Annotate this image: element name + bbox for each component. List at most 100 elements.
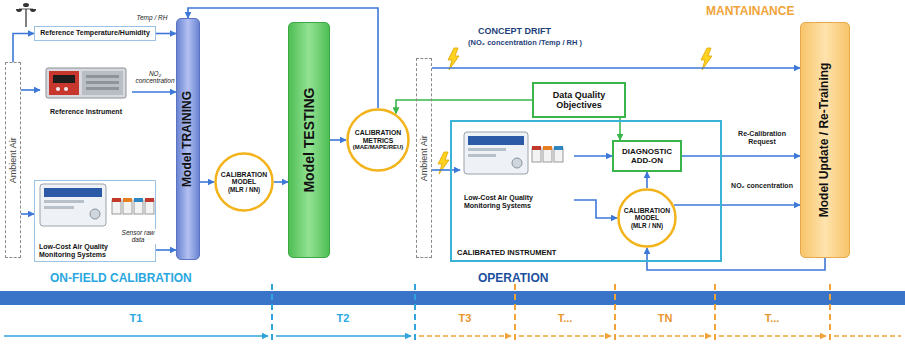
node-text: (MAE/MAPE/REU) <box>353 144 404 151</box>
device-stripe <box>468 148 506 151</box>
device-port <box>90 209 100 219</box>
period-arrow <box>619 335 711 337</box>
edge-label: NO₂ concentration <box>728 182 796 190</box>
circle-text-group: CALIBRATION MODEL(MLR / NN) <box>622 207 672 230</box>
sensor-cell <box>123 200 132 214</box>
device-port <box>512 158 522 168</box>
objectives-box: Data Quality Objectives <box>532 82 626 118</box>
instrument-body <box>46 68 126 98</box>
instrument-vent <box>86 87 119 90</box>
device-body <box>464 132 528 174</box>
period-label: T... <box>752 312 792 325</box>
metrics-circle: CALIBRATION METRICS(MAE/MAPE/REU) <box>346 108 410 172</box>
edge-label-holder: NO₂ concentration <box>728 182 796 190</box>
edge-label-holder: Sensor raw data <box>120 229 156 244</box>
update-block: Model Update / Re-Training <box>800 22 850 258</box>
node-text: Model TRAINING <box>181 91 195 187</box>
node-text: Model TESTING <box>301 88 317 193</box>
sensor-cell <box>532 148 541 162</box>
device-body <box>40 184 106 226</box>
phase-divider <box>614 284 616 342</box>
period-arrow <box>719 335 826 337</box>
instrument-panel <box>49 71 79 95</box>
label-holder: MANTAINANCE <box>706 5 826 19</box>
circle-outline <box>348 110 409 171</box>
section-label: ON-FIELD CALIBRATION <box>50 272 240 286</box>
sensor-cap <box>112 198 121 202</box>
device-banner <box>468 136 524 145</box>
model-circle: CALIBRATION MODEL(MLR / NN) <box>617 188 677 248</box>
connector-arrow <box>156 249 176 251</box>
circle-text-group: CALIBRATION METRICS(MAE/MAPE/REU) <box>351 129 405 152</box>
period-label: T2 <box>323 312 363 325</box>
node-text: Model Update / Re-Training <box>818 63 832 218</box>
edge-label: NO₂ concentration <box>134 70 176 85</box>
edge-label-holder: Temp / RH <box>128 14 176 21</box>
sensor-cap <box>134 198 143 202</box>
instrument-vent <box>86 81 119 84</box>
reference-instrument-picture <box>46 68 126 98</box>
sensor-cell <box>145 200 154 214</box>
node-text: CALIBRATION MODEL <box>622 207 672 223</box>
phase-divider <box>514 284 516 342</box>
node-text: (MLR / NN) <box>631 222 663 229</box>
connector-arrow <box>432 169 460 171</box>
period-arrow <box>276 335 411 337</box>
timeline-bar <box>0 291 905 305</box>
low-cost-monitor: Low-Cost Air Quality Monitoring Systems <box>460 128 574 212</box>
sensor-cap <box>532 146 541 150</box>
node-text: Low-Cost Air Quality Monitoring Systems <box>464 194 544 210</box>
label-holder: T... <box>752 312 792 325</box>
label-holder: T2 <box>323 312 363 325</box>
instrument-knob <box>56 87 60 91</box>
phase-divider <box>829 284 831 342</box>
label-holder: T1 <box>116 312 156 325</box>
sensor-cell <box>112 200 121 214</box>
training-block: Model TRAINING <box>176 18 200 260</box>
node-text: (MLR / NN) <box>228 186 260 193</box>
sensor-cap <box>554 146 563 150</box>
sensor-cell <box>134 200 143 214</box>
connector-arrow <box>21 213 34 215</box>
edge-label-holder: Re-Calibration Request <box>728 130 796 146</box>
low-cost-monitor-box: Low-Cost Air Quality Monitoring Systems <box>34 180 156 262</box>
instrument-knob <box>64 87 68 91</box>
section-label: CONCEPT DRIFT <box>478 26 638 36</box>
connector-arrow <box>274 181 288 183</box>
node-text: Reference Temperature/Humidity <box>40 29 150 37</box>
period-label: TN <box>645 312 685 325</box>
circle-text-group: CALIBRATION MODEL(MLR / NN) <box>219 171 269 194</box>
sensor-cap <box>145 198 154 202</box>
instrument-group: CALIBRATED INSTRUMENTLow-Cost Air Qualit… <box>450 120 722 262</box>
sensor-cell <box>543 148 552 162</box>
label-holder: (NO₂ concentration /Temp / RH ) <box>468 39 668 48</box>
node-text: Reference Instrument <box>50 108 122 116</box>
device-banner <box>44 188 102 197</box>
connector-arrow <box>200 181 214 183</box>
ambient-air-box: Ambient Air <box>5 62 21 258</box>
node-text: Ambient Air <box>419 135 429 181</box>
edge-label: Re-Calibration Request <box>728 130 796 146</box>
testing-block: Model TESTING <box>288 22 330 258</box>
connector-arrow <box>646 172 648 188</box>
section-label: OPERATION <box>478 272 588 286</box>
lightning-bolt <box>701 48 712 70</box>
node-text: Ambient Air <box>8 137 18 183</box>
phase-divider <box>414 284 416 342</box>
label-holder: CONCEPT DRIFT <box>478 26 638 36</box>
connector-arrow <box>132 91 176 93</box>
anemometer-cup <box>30 9 36 12</box>
phase-divider <box>271 284 273 342</box>
period-arrow <box>519 335 611 337</box>
phase-divider <box>714 284 716 342</box>
period-label: T1 <box>116 312 156 325</box>
label-holder: OPERATION <box>478 272 588 286</box>
label-holder: ON-FIELD CALIBRATION <box>50 272 240 286</box>
section-label: MANTAINANCE <box>706 5 826 19</box>
circle-outline <box>216 154 273 211</box>
device-stripe <box>44 206 74 209</box>
device-stripe <box>468 154 496 157</box>
node-text: Low-Cost Air Quality Monitoring Systems <box>39 243 119 259</box>
edge-label-holder: NO₂ concentration <box>134 70 176 85</box>
period-arrow <box>419 335 511 337</box>
